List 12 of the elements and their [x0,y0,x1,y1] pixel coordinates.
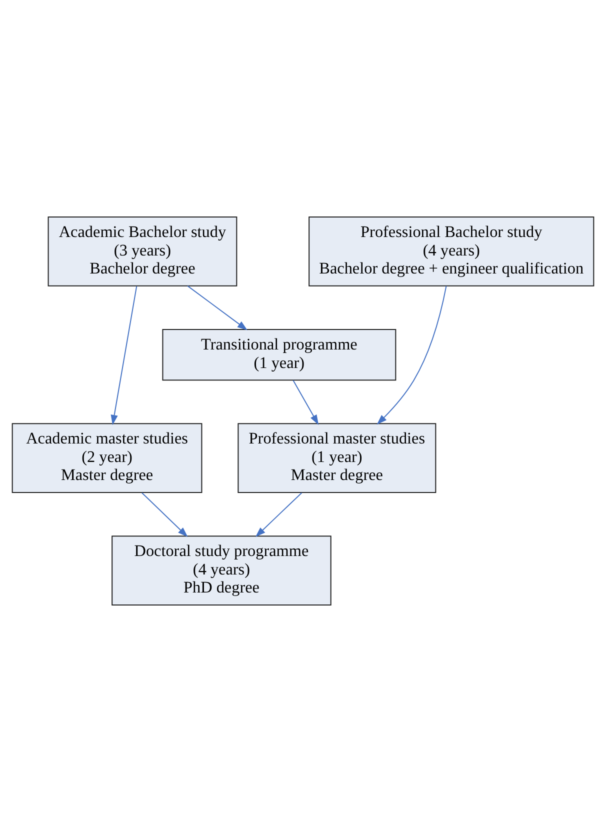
arrow [187,285,248,330]
node-box: Professional Bachelor study (4 years) Bachelor degree + engineer qualification [308,216,594,286]
node-box: Academic Bachelor study (3 years) Bachelor degree [48,216,238,286]
arrow [142,492,188,537]
arrow [110,286,138,425]
arrow [255,492,302,537]
arrow [292,380,319,424]
node-box: Professional master studies (1 year) Master degree [238,422,436,493]
node-box: Transitional programme (1 year) [162,328,396,380]
node-box: Doctoral study programme (4 years) PhD degree [112,535,332,605]
arrow [376,285,447,424]
node-box: Academic master studies (2 year) Master degree [12,422,202,493]
